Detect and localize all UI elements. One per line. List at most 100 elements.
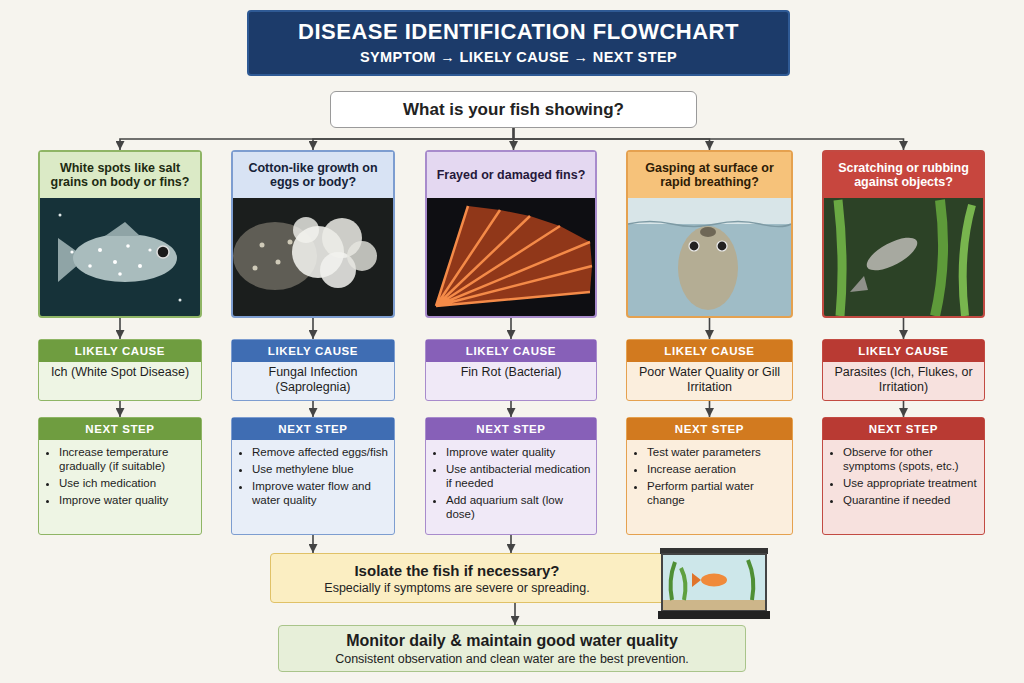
fish-fin [105, 222, 140, 236]
tank-glass [662, 554, 766, 611]
symptom-header: White spots like salt grains on body or … [40, 152, 200, 198]
cause-text: Ich (White Spot Disease) [39, 362, 201, 383]
box-note: Especially if symptoms are severe or spr… [324, 580, 589, 596]
step-item: Add aquarium salt (low dose) [446, 493, 591, 521]
section-header: LIKELY CAUSE [39, 340, 201, 362]
symptom-text: Cotton-like growth on eggs or body? [238, 161, 388, 189]
section-header: NEXT STEP [426, 418, 596, 440]
spot [288, 240, 293, 245]
scratching-fish-photo [824, 198, 983, 316]
next-step-box: NEXT STEPRemove affected eggs/fishUse me… [231, 417, 395, 535]
symptom-text: Gasping at surface or rapid breathing? [633, 161, 786, 189]
step-item: Improve water quality [446, 445, 591, 459]
step-item: Perform partial water change [647, 479, 787, 507]
tank-lid [660, 548, 768, 554]
connector-arrow [312, 401, 314, 417]
symptom-header: Frayed or damaged fins? [427, 152, 595, 198]
box-heading: Monitor daily & maintain good water qual… [346, 631, 678, 651]
fish-body [862, 231, 922, 277]
cause-box: LIKELY CAUSEFin Rot (Bacterial) [425, 339, 597, 401]
connector-arrow [312, 535, 314, 553]
white-spot [70, 250, 73, 253]
cause-text: Fungal Infection (Saprolegnia) [232, 362, 394, 398]
symptom-panel: White spots like salt grains on body or … [38, 150, 202, 318]
white-spot [59, 214, 62, 217]
step-item: Increase aeration [647, 462, 787, 476]
symptom-text: White spots like salt grains on body or … [45, 161, 195, 189]
white-spot [138, 264, 142, 268]
symptom-panel: Scratching or rubbing against objects? [822, 150, 985, 318]
symptom-header: Cotton-like growth on eggs or body? [233, 152, 393, 198]
connector-arrow [709, 401, 711, 417]
question-text: What is your fish showing? [403, 100, 624, 120]
title-banner: DISEASE IDENTIFICATION FLOWCHARTSYMPTOM … [247, 10, 790, 76]
photo-ground [233, 198, 393, 316]
cotton-growth-photo [233, 198, 393, 316]
step-item: Observe for other symptoms (spots, etc.) [843, 445, 979, 473]
fish-eye [157, 246, 169, 258]
connector-arrow [120, 128, 514, 150]
step-item: Remove affected eggs/fish [252, 445, 389, 459]
step-list: Observe for other symptoms (spots, etc.)… [823, 445, 984, 514]
connector-arrow [514, 603, 516, 625]
step-item: Increase temperature gradually (if suita… [59, 445, 196, 473]
step-item: Use antibacterial medication if needed [446, 462, 591, 490]
next-step-box: NEXT STEPTest water parametersIncrease a… [626, 417, 793, 535]
connector-arrow [510, 535, 512, 553]
box-note: Consistent observation and clean water a… [335, 651, 689, 667]
cause-box: LIKELY CAUSEParasites (Ich, Flukes, or I… [822, 339, 985, 401]
cause-box: LIKELY CAUSEFungal Infection (Saprolegni… [231, 339, 395, 401]
symptom-panel: Gasping at surface or rapid breathing? [626, 150, 793, 318]
isolate-box: Isolate the fish if necessary?Especially… [270, 553, 760, 603]
symptom-header: Scratching or rubbing against objects? [824, 152, 983, 198]
cause-text: Fin Rot (Bacterial) [426, 362, 596, 383]
connector-arrow [510, 401, 512, 417]
tank-sand [663, 600, 765, 610]
white-spot [118, 272, 122, 276]
question-box: What is your fish showing? [330, 91, 697, 128]
white-spot [148, 248, 151, 251]
step-item: Quarantine if needed [843, 493, 979, 507]
section-header: NEXT STEP [232, 418, 394, 440]
tank-plant [671, 562, 675, 600]
connector-arrow [903, 318, 905, 339]
white-spot [179, 299, 182, 302]
connector-arrow [313, 128, 514, 150]
water-surface [628, 198, 791, 224]
step-item: Improve water quality [59, 493, 196, 507]
symptom-header: Gasping at surface or rapid breathing? [628, 152, 791, 198]
fish-tail [850, 276, 868, 292]
gasping-fish-photo [628, 198, 791, 316]
section-header: LIKELY CAUSE [823, 340, 984, 362]
connector-arrow [514, 128, 904, 150]
next-step-box: NEXT STEP Increase temperature gradually … [38, 417, 202, 535]
symptom-panel: Frayed or damaged fins? [425, 150, 597, 318]
section-header: NEXT STEP [823, 418, 984, 440]
monitor-box: Monitor daily & maintain good water qual… [278, 625, 746, 672]
fin-rays [436, 206, 592, 306]
fish-mouth [700, 227, 716, 237]
cause-box: LIKELY CAUSEIch (White Spot Disease) [38, 339, 202, 401]
symptom-panel: Cotton-like growth on eggs or body? [231, 150, 395, 318]
connector-arrow [510, 318, 512, 339]
symptom-text: Scratching or rubbing against objects? [829, 161, 978, 189]
fish-body [73, 234, 177, 282]
tank-stand [658, 611, 770, 619]
fin [436, 206, 592, 306]
step-item: Use appropriate treatment [843, 476, 979, 490]
photo-ground [40, 198, 200, 316]
photo-ground [628, 198, 791, 316]
section-header: LIKELY CAUSE [426, 340, 596, 362]
section-header: NEXT STEP [627, 418, 792, 440]
photo-ground [427, 198, 595, 316]
cause-box: LIKELY CAUSEPoor Water Quality or Gill I… [626, 339, 793, 401]
connector-arrow [119, 318, 121, 339]
step-list: Improve water qualityUse antibacterial m… [426, 445, 596, 528]
spot [276, 260, 281, 265]
title-text: DISEASE IDENTIFICATION FLOWCHART [298, 19, 739, 45]
next-step-box: NEXT STEP Improve water qualityUse antiba… [425, 417, 597, 535]
section-header: LIKELY CAUSE [627, 340, 792, 362]
cotton-growth [347, 241, 377, 271]
section-header: NEXT STEP [39, 418, 201, 440]
white-spot [113, 260, 117, 264]
